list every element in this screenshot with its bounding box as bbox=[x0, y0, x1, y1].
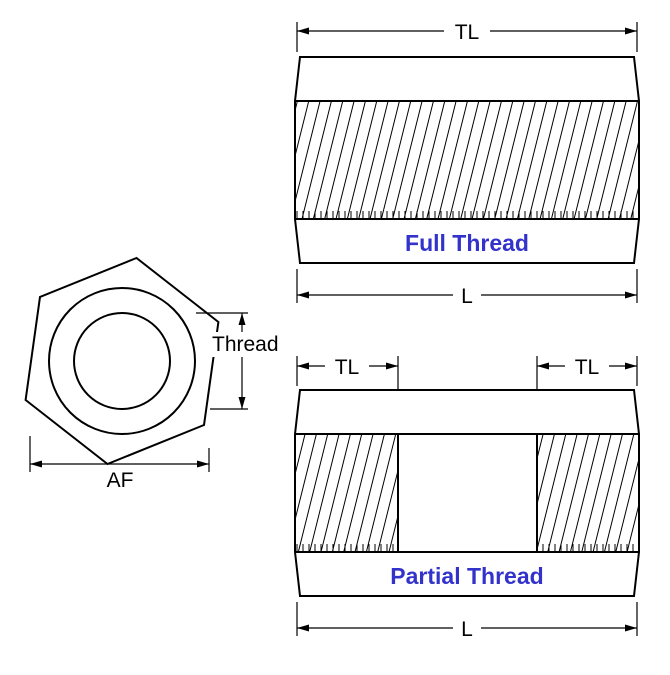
partial-thread-tl-dimension-right: TL bbox=[536, 356, 638, 390]
partial-thread-hatch-right bbox=[537, 434, 639, 552]
partial-thread-tl-dimension-left: TL bbox=[296, 356, 399, 390]
l2-label-mask bbox=[453, 618, 481, 641]
partial-thread-l-dimension: L bbox=[296, 602, 638, 641]
partial-thread-title: Partial Thread bbox=[390, 563, 543, 589]
full-thread-l-dimension: L bbox=[296, 269, 638, 308]
full-thread-hatch bbox=[296, 101, 639, 219]
l-label: L bbox=[461, 285, 473, 308]
partial-thread-hatch-left bbox=[296, 434, 398, 552]
tl-right-label-mask bbox=[565, 356, 609, 379]
af-dimension: AF bbox=[29, 436, 210, 492]
tl-left-label-mask bbox=[325, 356, 369, 379]
partial-thread-crest-ticks-left bbox=[296, 544, 397, 551]
af-label: AF bbox=[107, 469, 134, 492]
thread-label-mask bbox=[209, 332, 295, 357]
full-thread-view: Full Thread TL L bbox=[294, 21, 640, 308]
full-thread-title: Full Thread bbox=[405, 230, 529, 256]
full-thread-crest-ticks bbox=[296, 211, 638, 218]
partial-thread-crest-ticks-right bbox=[538, 544, 638, 551]
partial-thread-view: Partial Thread TL TL L bbox=[294, 356, 640, 641]
thread-hole-circle bbox=[73, 312, 171, 410]
tl-left-label: TL bbox=[335, 356, 360, 379]
tl-label: TL bbox=[455, 21, 480, 44]
chamfer-circle bbox=[48, 287, 196, 435]
l-label-mask bbox=[453, 285, 481, 308]
thread-dimension: Thread bbox=[196, 312, 295, 410]
end-view: Thread AF bbox=[24, 256, 295, 492]
tl-right-label: TL bbox=[575, 356, 600, 379]
thread-label: Thread bbox=[212, 333, 279, 356]
tl-label-mask bbox=[444, 21, 490, 44]
full-thread-tl-dimension: TL bbox=[296, 21, 638, 52]
l2-label: L bbox=[461, 618, 473, 641]
